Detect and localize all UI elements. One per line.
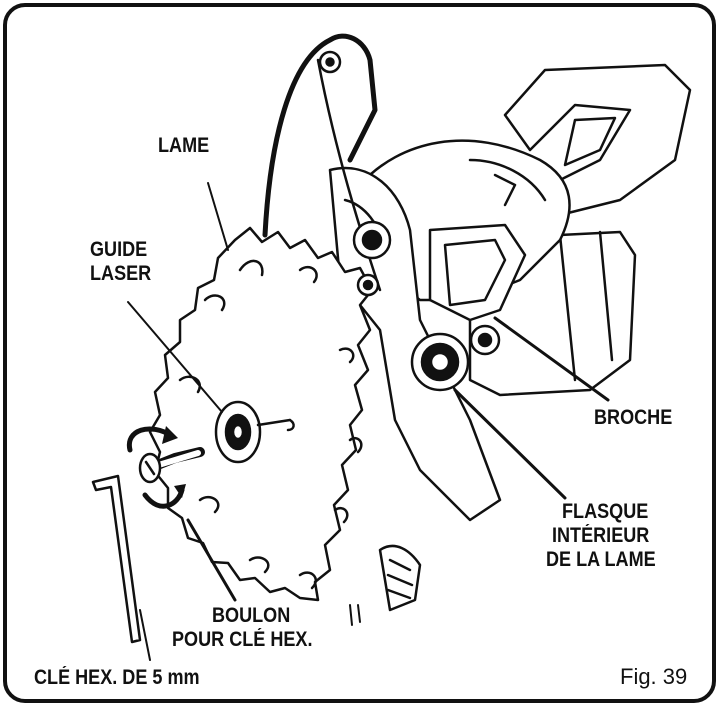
arm-bracket bbox=[428, 223, 527, 322]
label-lame: LAME bbox=[158, 134, 210, 157]
label-broche: BROCHE bbox=[594, 406, 673, 429]
hex-key bbox=[91, 474, 142, 644]
guard-rod bbox=[316, 58, 382, 292]
label-boulon-line2: POUR CLÉ HEX. bbox=[172, 628, 313, 651]
label-flasque-line2: INTÉRIEUR bbox=[552, 524, 650, 547]
label-guide-laser-line1: GUIDE bbox=[90, 238, 148, 261]
label-boulon-line1: BOULON bbox=[212, 604, 291, 627]
figure-number: Fig. 39 bbox=[620, 664, 688, 689]
label-guide-laser-line2: LASER bbox=[90, 262, 152, 285]
label-flasque-line1: FLASQUE bbox=[562, 500, 649, 523]
saw-blade bbox=[148, 226, 374, 602]
label-cle-hex: CLÉ HEX. DE 5 mm bbox=[34, 666, 200, 689]
label-flasque-line3: DE LA LAME bbox=[546, 548, 656, 571]
